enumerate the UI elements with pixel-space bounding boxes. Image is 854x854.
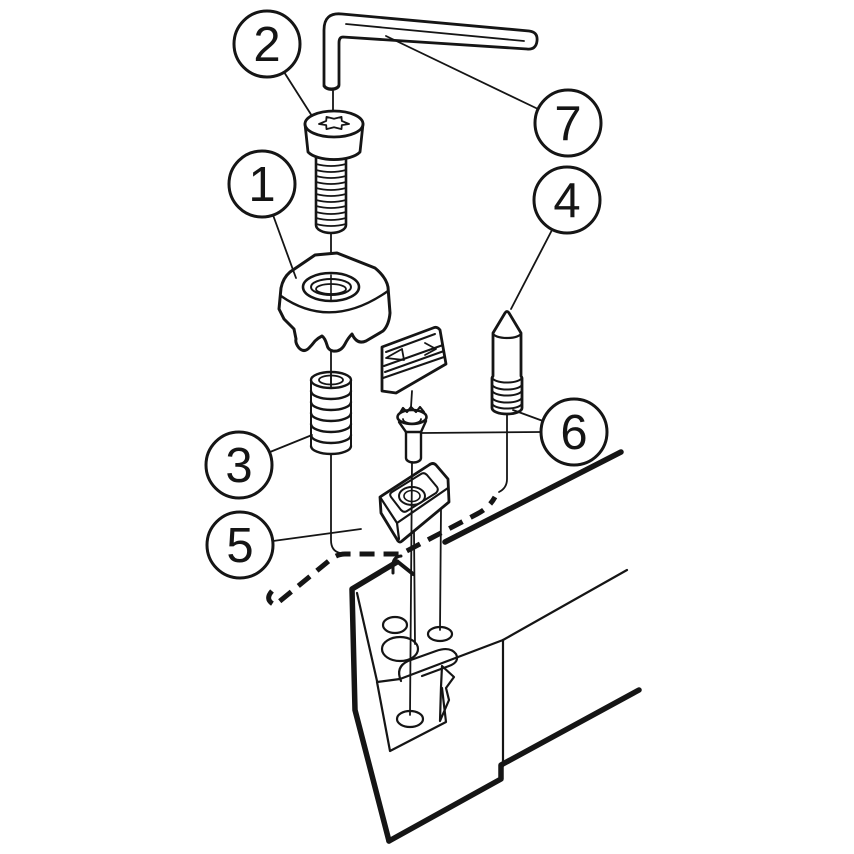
clamp-bore-outer: [301, 271, 361, 303]
callout-leaders: [269, 35, 553, 542]
body-left-edge: [349, 559, 400, 844]
wedge-slot-left-notch: [385, 348, 405, 361]
hidden-top-edge: [266, 495, 498, 608]
shim-seat: [378, 462, 451, 544]
axis-drop-line-center: [413, 531, 416, 645]
shank-front-top-edge: [501, 568, 629, 642]
shim-outline: [378, 462, 451, 544]
shim-screw-shank: [404, 430, 423, 464]
leader-1: [272, 214, 297, 279]
axis-clamp-screw: [330, 232, 341, 554]
shim-screw: [396, 405, 428, 464]
leader-4: [510, 229, 553, 310]
body-hole-small-left: [381, 615, 409, 635]
spring: [309, 370, 353, 456]
callout-6-number: 6: [560, 406, 587, 460]
clamp: [277, 251, 392, 353]
callout-5-number: 5: [226, 519, 253, 573]
shim-screw-cone: [397, 419, 428, 434]
callout-7-number: 7: [554, 97, 581, 151]
wedge-top-rim: [385, 333, 436, 353]
hex-key-end-cap: [323, 83, 340, 90]
hex-key: [322, 12, 539, 91]
callout-1-circle: [227, 149, 297, 219]
leader-3: [269, 434, 313, 453]
callout-5: 5: [205, 510, 275, 580]
callout-3: 3: [204, 430, 274, 500]
callout-2: 2: [232, 9, 302, 79]
clamp-front-bulge: [279, 289, 390, 314]
leader-5: [272, 528, 362, 542]
axis-drop-line-right: [439, 508, 442, 631]
wedge-front-edge: [382, 356, 445, 379]
spring-coils: [309, 389, 353, 456]
callout-4-circle: [532, 165, 602, 235]
clamp-screw-socket: [318, 116, 350, 130]
shim-screw-socket: [402, 418, 422, 425]
callout-1: 1: [227, 149, 297, 219]
callout-3-number: 3: [225, 439, 252, 493]
clamp-screw-head-top: [303, 109, 365, 139]
pin-threads: [491, 376, 523, 410]
axis-wedge-to-screw: [410, 390, 413, 408]
body-top-edge: [442, 449, 624, 545]
leader-6: [421, 409, 544, 434]
leader-7: [385, 35, 539, 110]
clamp-screw-threads: [315, 163, 347, 227]
callout-4: 4: [532, 165, 602, 235]
shim-seat-recess: [389, 472, 439, 513]
tool-holder-body: [349, 449, 642, 844]
wedge-outline: [380, 325, 448, 395]
body-bottom-edge: [386, 687, 642, 844]
callout-4-number: 4: [553, 174, 580, 228]
callout-3-circle: [204, 430, 274, 500]
callout-2-circle: [232, 9, 302, 79]
pin-shoulder: [491, 331, 523, 340]
callout-6-circle: [539, 397, 609, 467]
callout-2-number: 2: [253, 18, 280, 72]
pin-outline: [490, 310, 524, 416]
axis-pin: [498, 412, 508, 493]
wedge-slot-right-notch: [424, 342, 437, 356]
pocket-curved-slot: [398, 647, 459, 683]
axis-lines-front: [409, 461, 442, 716]
callout-1-number: 1: [248, 158, 275, 212]
callout-7-circle: [533, 88, 603, 158]
body-hole-large: [380, 635, 420, 663]
leader-2: [283, 71, 313, 117]
shim-screw-torx-crown: [398, 405, 426, 415]
callout-6: 6: [539, 397, 609, 467]
pocket-left-wall-edge: [355, 591, 379, 683]
callout-5-circle: [205, 510, 275, 580]
axis-shim-screw-drop: [409, 461, 413, 716]
clamp-screw: [303, 109, 365, 235]
shim-screw-head: [396, 408, 428, 426]
locating-pin: [490, 310, 524, 416]
shim-face-edges: [378, 486, 450, 541]
hex-key-facet-line: [345, 23, 525, 42]
axis-lines-rear: [330, 90, 508, 554]
pocket-corner-wall: [438, 664, 456, 723]
callout-7: 7: [533, 88, 603, 158]
wedge-insert: [380, 325, 448, 395]
pocket-floor-edge: [375, 680, 448, 753]
wedge-slot: [383, 344, 445, 373]
